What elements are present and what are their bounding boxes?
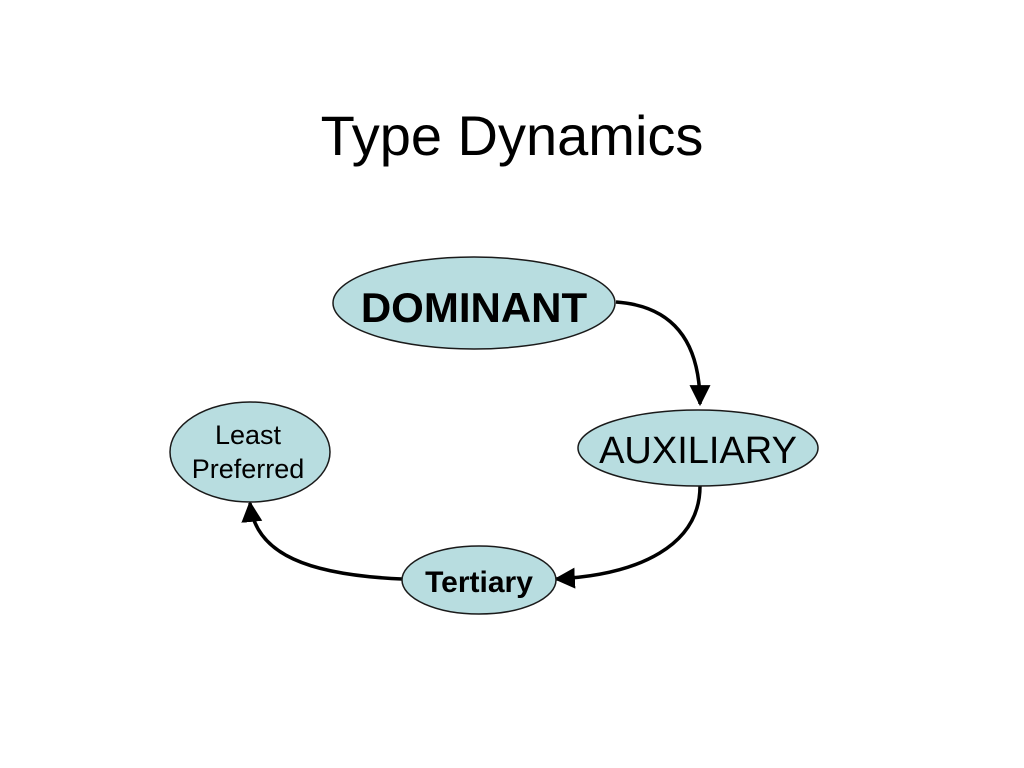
arrow-tertiary-to-least-preferred: [241, 500, 403, 581]
node-auxiliary-label: AUXILIARY: [599, 430, 797, 472]
node-dominant-shape: [332, 256, 616, 350]
node-dominant-label: DOMINANT: [361, 284, 588, 331]
node-least-preferred-label-line1: Least: [215, 420, 282, 450]
slide-title: Type Dynamics: [320, 104, 704, 167]
node-tertiary-label: Tertiary: [425, 566, 533, 599]
node-least-preferred-shape: [169, 401, 331, 503]
arrow-auxiliary-to-tertiary: [553, 485, 702, 589]
node-auxiliary-shape: [577, 409, 819, 487]
node-least-preferred: Least Preferred: [169, 401, 331, 503]
node-tertiary-shape: [401, 545, 557, 615]
node-dominant: DOMINANT: [332, 256, 616, 350]
arrow-dominant-to-auxiliary: [615, 300, 711, 407]
node-least-preferred-label-line2: Preferred: [192, 454, 305, 484]
node-auxiliary: AUXILIARY: [577, 409, 819, 487]
node-tertiary: Tertiary: [401, 545, 557, 615]
